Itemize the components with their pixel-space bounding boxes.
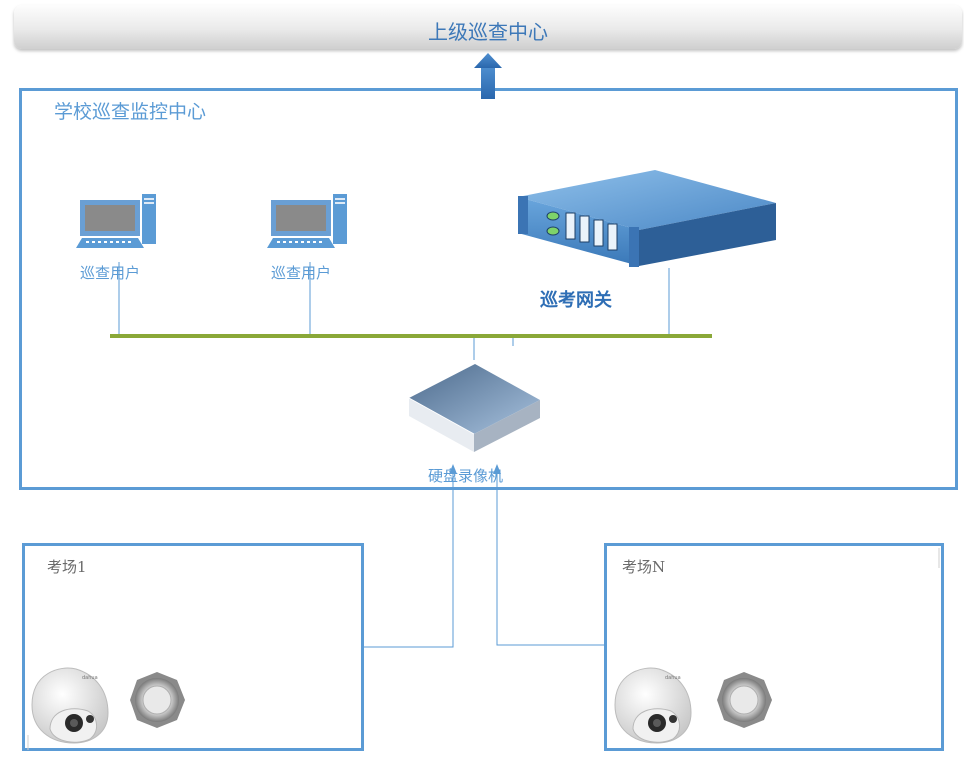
microphone-icon <box>716 670 773 730</box>
computer-icon <box>267 194 347 248</box>
school-center-title: 学校巡查监控中心 <box>54 101 207 123</box>
room1-link-line <box>364 470 454 648</box>
exam-room-1-label: 考场1 <box>47 558 87 576</box>
nvr-device-icon <box>408 364 540 452</box>
uplink-arrow <box>474 53 502 99</box>
dome-camera-icon: dahua <box>31 667 109 744</box>
exam-room-n-label: 考场N <box>622 558 666 576</box>
superior-center-title: 上级巡查中心 <box>428 20 548 44</box>
user-label: 巡查用户 <box>80 264 141 282</box>
computer-icon <box>76 194 156 248</box>
dome-camera-icon: dahua <box>614 667 692 744</box>
microphone-icon <box>129 670 186 730</box>
user-label: 巡查用户 <box>271 264 332 282</box>
nvr-label: 硬盘录像机 <box>428 467 504 485</box>
gateway-server-icon <box>518 170 776 267</box>
roomn-link-line <box>496 470 604 646</box>
svg-text:dahua: dahua <box>665 675 681 681</box>
gateway-label: 巡考网关 <box>540 290 612 311</box>
svg-text:dahua: dahua <box>82 675 98 681</box>
superior-center-banner: 上级巡查中心 <box>14 5 962 49</box>
